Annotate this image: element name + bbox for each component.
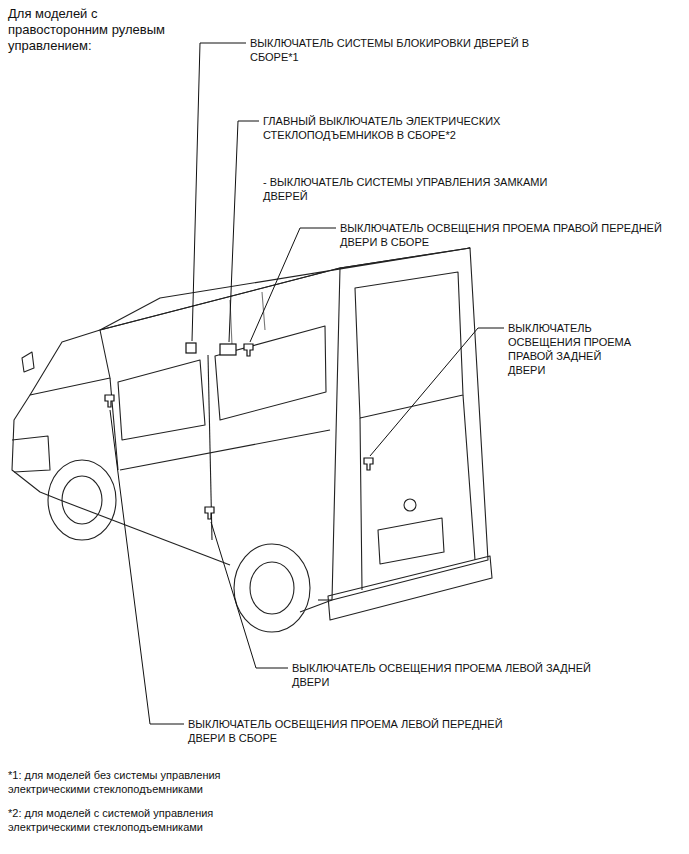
front-door-window <box>118 360 205 440</box>
rear-wheel <box>234 544 310 632</box>
headlamp <box>12 436 50 472</box>
switch-icon <box>105 395 114 407</box>
part-label: ВЫКЛЮЧАТЕЛЬ ОСВЕЩЕНИЯ ПРОЕМА ПРАВОЙ ПЕРЕ… <box>340 221 670 249</box>
part-label: ВЫКЛЮЧАТЕЛЬ ОСВЕЩЕНИЯ ПРОЕМА ЛЕВОЙ ПЕРЕД… <box>188 717 518 745</box>
front-body <box>12 395 60 500</box>
licence-plate <box>378 518 444 564</box>
sill-front <box>60 500 230 565</box>
mirror <box>22 352 34 372</box>
side-panel <box>100 268 340 612</box>
part-label: ВЫКЛЮЧАТЕЛЬ СИСТЕМЫ БЛОКИРОВКИ ДВЕРЕЙ В … <box>250 36 580 64</box>
leader-line <box>370 328 504 456</box>
leader-line <box>250 228 336 342</box>
switch-icon <box>364 458 373 470</box>
rear-hub <box>250 562 294 614</box>
part-label: ВЫКЛЮЧАТЕЛЬ ОСВЕЩЕНИЯ ПРОЕМА ЛЕВОЙ ЗАДНЕ… <box>292 661 592 689</box>
body-line <box>120 430 330 470</box>
rear-face <box>332 248 488 600</box>
part-label: - ВЫКЛЮЧАТЕЛЬ СИСТЕМЫ УПРАВЛЕНИЯ ЗАМКАМИ… <box>263 175 563 203</box>
heading: Для моделей с правосторонним рулевым упр… <box>8 6 180 54</box>
front-wheel <box>48 460 116 540</box>
leader-line <box>192 43 246 341</box>
front-hub <box>62 476 102 524</box>
footnote: *2: для моделей с системой управления эл… <box>8 806 298 834</box>
switch-icon <box>220 344 236 355</box>
switch-icon <box>186 343 196 353</box>
windshield <box>30 330 110 395</box>
roof <box>100 248 470 330</box>
part-label: ВЫКЛЮЧАТЕЛЬ ОСВЕЩЕНИЯ ПРОЕМА ПРАВОЙ ЗАДН… <box>508 321 638 377</box>
part-label: ГЛАВНЫЙ ВЫКЛЮЧАТЕЛЬ ЭЛЕКТРИЧЕСКИХ СТЕКЛО… <box>263 114 603 142</box>
footnote: *1: для моделей без системы управления э… <box>8 768 298 796</box>
switch-icon <box>244 344 253 356</box>
rear-bumper <box>328 556 492 620</box>
leader-line <box>110 410 184 724</box>
front-pillar <box>110 378 118 470</box>
switch-icon <box>205 507 214 519</box>
emblem <box>404 499 416 511</box>
sill-rear <box>318 599 332 600</box>
leader-line <box>211 522 288 668</box>
leader-line <box>229 121 259 342</box>
rear-door <box>360 395 475 590</box>
interior-lines <box>230 292 265 345</box>
rear-window <box>355 272 463 418</box>
